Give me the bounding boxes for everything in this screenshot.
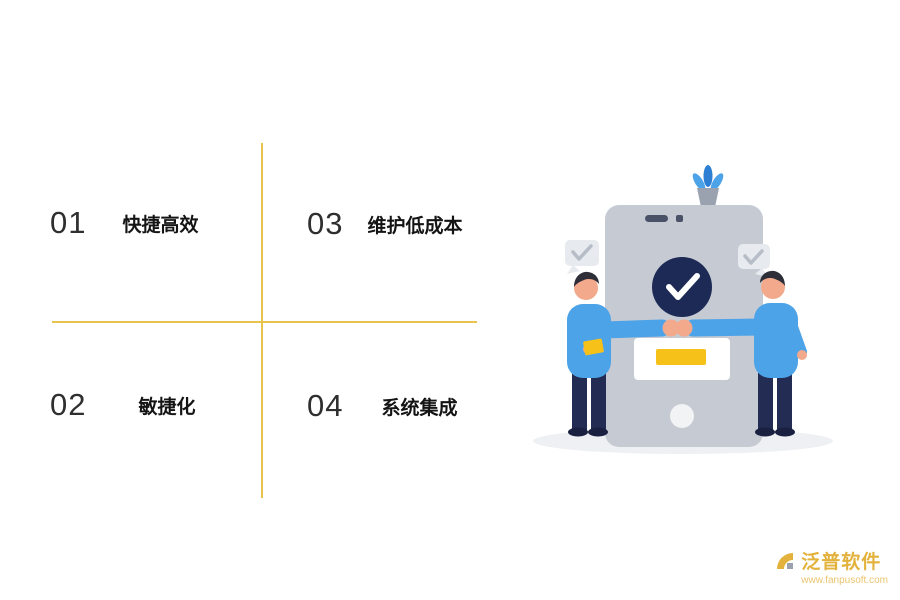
feature-item-2: 02 敏捷化 — [50, 385, 196, 425]
fanpu-logo-icon — [774, 550, 796, 572]
speech-bubble-right-check-icon — [738, 244, 770, 277]
feature-item-3: 03 维护低成本 — [307, 204, 463, 244]
check-circle-icon — [652, 257, 712, 317]
feature-item-4: 04 系统集成 — [307, 386, 458, 426]
plant-icon — [692, 165, 724, 207]
home-button — [670, 404, 694, 428]
feature-label: 系统集成 — [381, 396, 458, 419]
feature-label: 维护低成本 — [367, 214, 463, 237]
person-left — [567, 271, 680, 437]
fist-left — [662, 319, 680, 337]
vertical-divider — [261, 143, 263, 498]
brand-name: 泛普软件 — [801, 551, 882, 573]
brand-url: www.fanpusoft.com — [801, 575, 888, 586]
feature-number: 01 — [50, 205, 87, 240]
feature-label: 敏捷化 — [138, 395, 196, 418]
feature-number: 04 — [307, 388, 344, 423]
phone-card — [634, 338, 730, 380]
speech-bubble-left-check-icon — [565, 240, 599, 274]
feature-number: 02 — [50, 387, 87, 422]
yellow-folder — [583, 338, 604, 356]
feature-item-1: 01 快捷高效 — [50, 203, 199, 243]
feature-number: 03 — [307, 206, 344, 241]
brand-watermark: 泛普软件 www.fanpusoft.com — [774, 547, 888, 586]
fist-right — [675, 319, 693, 337]
person-right — [675, 270, 807, 437]
horizontal-divider — [52, 321, 477, 323]
handshake-illustration — [520, 140, 880, 470]
feature-label: 快捷高效 — [122, 213, 199, 236]
